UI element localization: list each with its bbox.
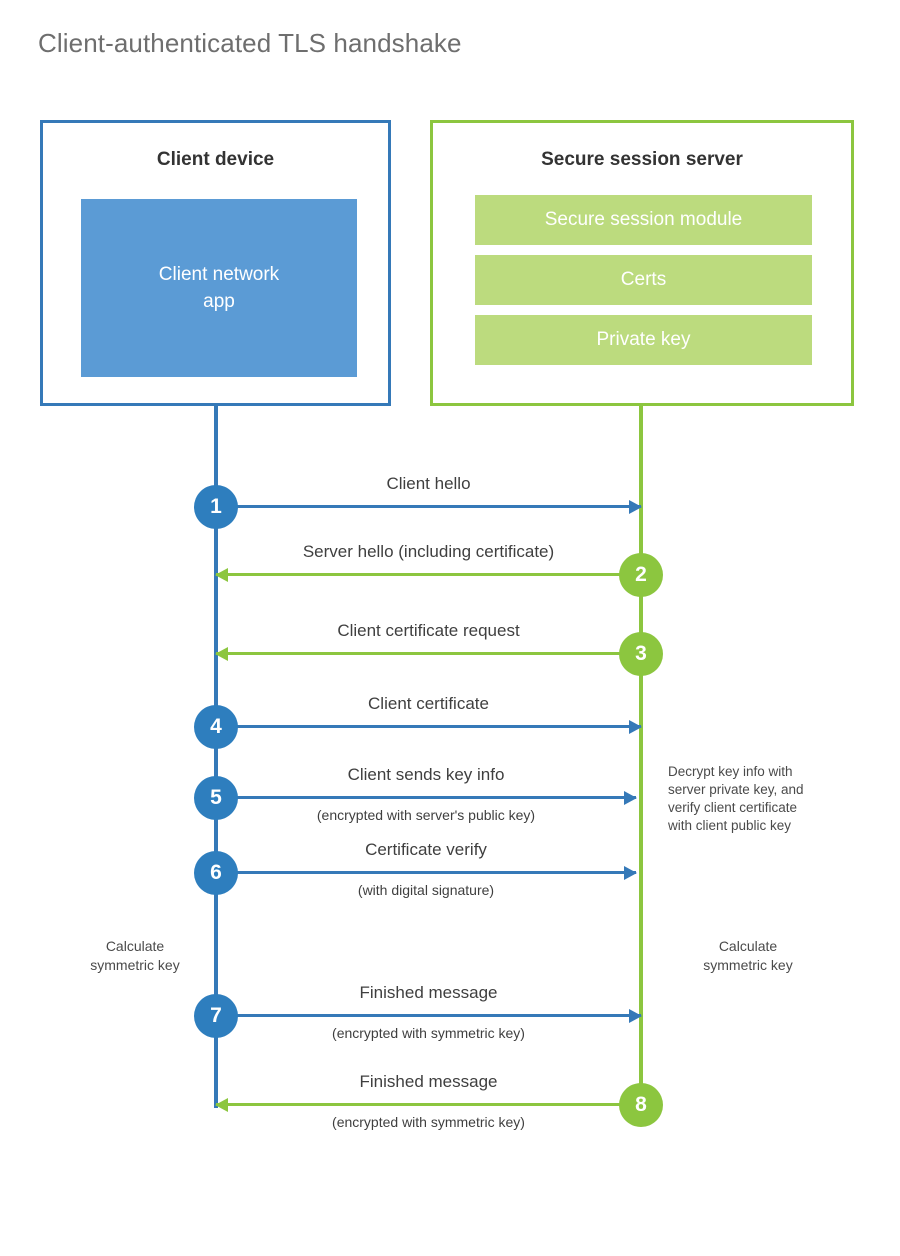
arrow-left-icon <box>215 568 228 582</box>
step-circle-5: 5 <box>194 776 238 820</box>
message-line-5 <box>216 796 636 799</box>
client-lifeline <box>214 403 218 1108</box>
step-circle-2: 2 <box>619 553 663 597</box>
message-label-1: Client hello <box>386 474 471 493</box>
client-network-app-block: Client network app <box>81 199 357 377</box>
step-circle-4: 4 <box>194 705 238 749</box>
message-line-8 <box>216 1103 641 1106</box>
client-device-box: Client device Client network app <box>40 120 391 406</box>
server-component-secure-session-module: Secure session module <box>475 195 812 245</box>
arrow-right-icon <box>629 500 642 514</box>
arrow-left-icon <box>215 647 228 661</box>
step-circle-6: 6 <box>194 851 238 895</box>
message-line-2 <box>216 573 641 576</box>
client-device-title: Client device <box>156 149 275 170</box>
arrow-right-icon <box>624 791 637 805</box>
server-lifeline <box>639 403 643 1107</box>
arrow-right-icon <box>629 1009 642 1023</box>
server-component-list: Secure session module Certs Private key <box>475 195 812 375</box>
server-component-private-key: Private key <box>475 315 812 365</box>
message-label-4: Client certificate <box>368 694 489 713</box>
step-circle-7: 7 <box>194 994 238 1038</box>
note-calculate-symmetric-key-client: Calculate symmetric key <box>90 938 180 973</box>
secure-session-server-title: Secure session server <box>541 149 743 170</box>
message-sublabel-5: (encrypted with server's public key) <box>316 807 536 823</box>
message-line-7 <box>216 1014 641 1017</box>
message-line-4 <box>216 725 641 728</box>
message-sublabel-8: (encrypted with symmetric key) <box>332 1114 525 1130</box>
message-line-3 <box>216 652 641 655</box>
arrow-right-icon <box>624 866 637 880</box>
message-label-2: Server hello (including certificate) <box>302 542 555 561</box>
message-label-5: Client sends key info <box>347 765 505 784</box>
message-label-7: Finished message <box>359 983 498 1002</box>
server-component-certs: Certs <box>475 255 812 305</box>
arrow-left-icon <box>215 1098 228 1112</box>
message-sublabel-6: (with digital signature) <box>357 882 495 898</box>
message-line-6 <box>216 871 636 874</box>
note-decrypt-key-info: Decrypt key info with server private key… <box>668 764 804 833</box>
message-sublabel-7: (encrypted with symmetric key) <box>332 1025 525 1041</box>
message-line-1 <box>216 505 641 508</box>
step-circle-1: 1 <box>194 485 238 529</box>
step-circle-8: 8 <box>619 1083 663 1127</box>
page-title: Client-authenticated TLS handshake <box>38 28 462 58</box>
step-circle-3: 3 <box>619 632 663 676</box>
secure-session-server-box: Secure session server Secure session mod… <box>430 120 854 406</box>
message-label-6: Certificate verify <box>365 840 487 859</box>
message-label-8: Finished message <box>359 1072 498 1091</box>
message-label-3: Client certificate request <box>337 621 520 640</box>
arrow-right-icon <box>629 720 642 734</box>
note-calculate-symmetric-key-server: Calculate symmetric key <box>703 938 793 973</box>
